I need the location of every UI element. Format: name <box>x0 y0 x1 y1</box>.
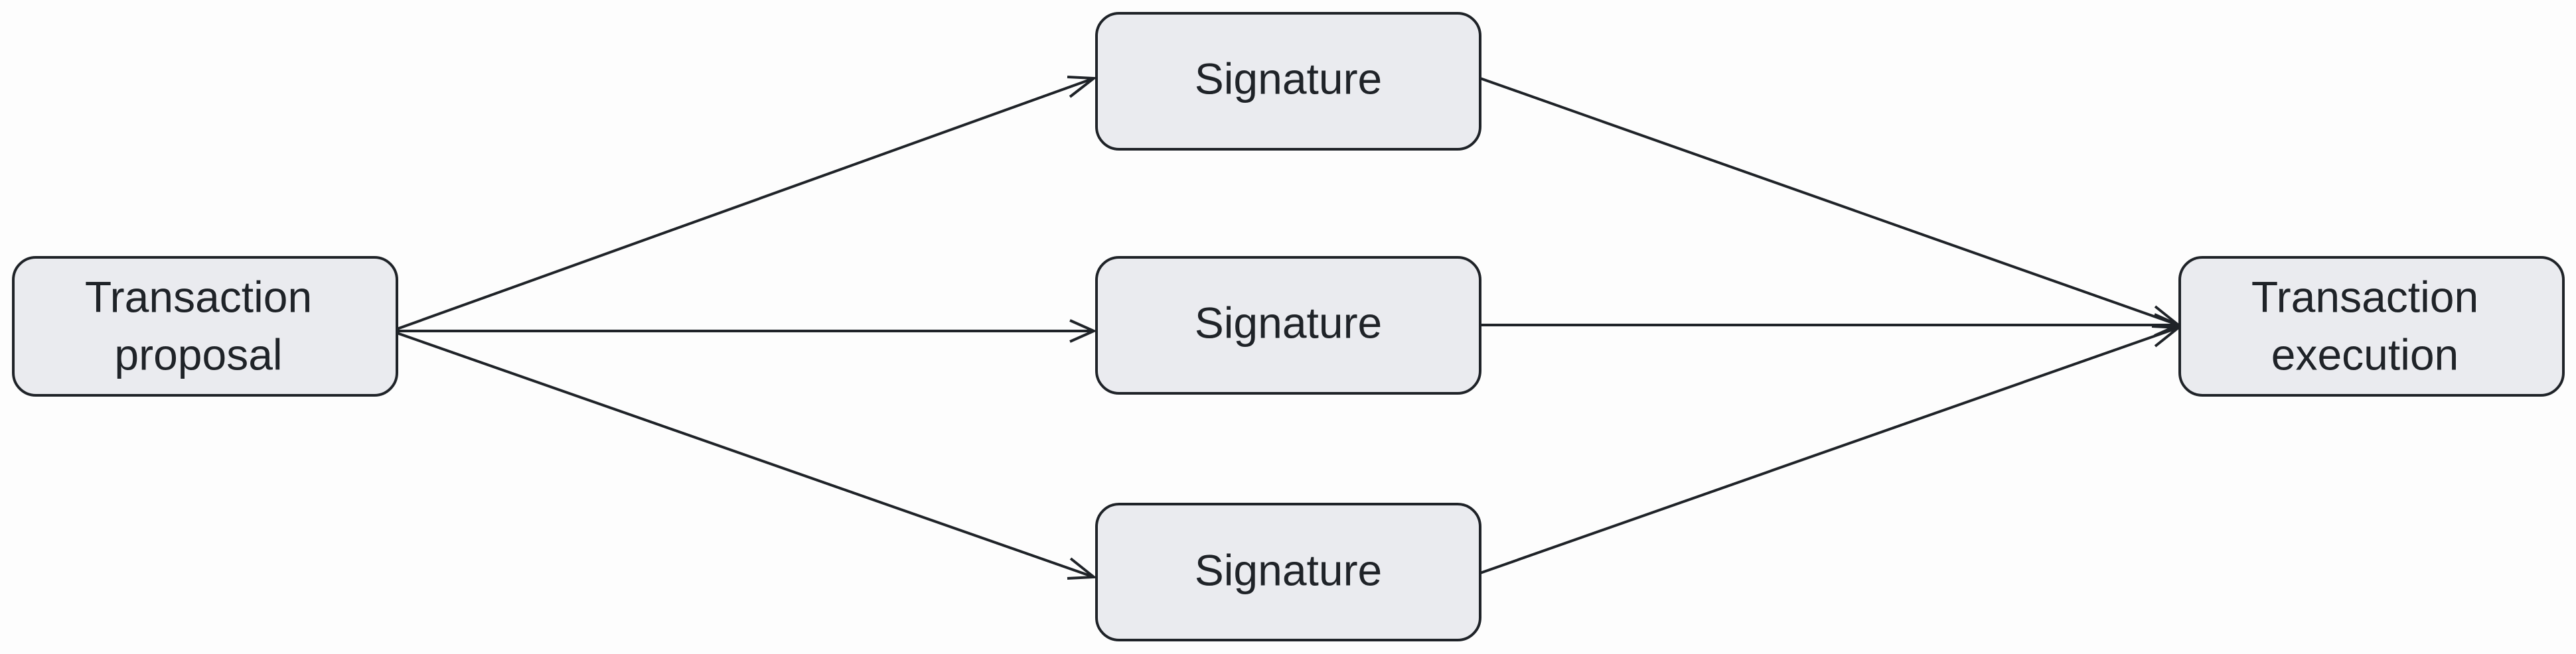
node-label-line1: Transaction <box>2251 272 2478 321</box>
node-box <box>1095 256 1481 395</box>
edge-proposal-to-signature-bottom <box>396 332 1095 578</box>
node-label-line1: Transaction <box>85 272 312 321</box>
node-label-line2: execution <box>2271 330 2459 379</box>
node-label: Signature <box>1195 54 1383 103</box>
edge-signature-bottom-to-execution <box>1479 326 2179 574</box>
node-box <box>2178 256 2565 397</box>
arrowhead-icon <box>1069 319 1097 343</box>
edge-signature-top-to-execution <box>1479 77 2179 326</box>
node-box <box>1095 12 1481 151</box>
node-signature-top: Signature <box>1095 12 1481 151</box>
node-signature-bottom: Signature <box>1095 503 1481 641</box>
edges <box>396 76 2182 580</box>
arrowhead-icon <box>1067 76 1098 98</box>
node-transaction-execution: Transaction execution <box>2178 256 2565 397</box>
arrowhead-icon <box>1067 557 1098 580</box>
node-label: Signature <box>1195 298 1383 347</box>
node-signature-middle: Signature <box>1095 256 1481 395</box>
node-box <box>1095 503 1481 641</box>
edge-proposal-to-signature-top <box>396 77 1095 330</box>
node-box <box>12 256 398 397</box>
node-label-line2: proposal <box>114 330 282 379</box>
node-transaction-proposal: Transaction proposal <box>12 256 398 397</box>
node-label: Signature <box>1195 545 1383 594</box>
